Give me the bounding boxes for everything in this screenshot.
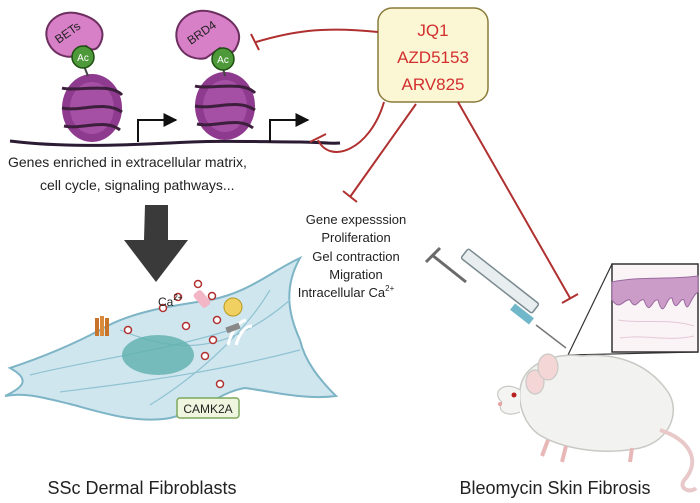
inhibit-effects (349, 103, 417, 198)
brd4-protein: BRD4 (175, 9, 240, 60)
transcription-arrow-right (269, 113, 310, 142)
calcium-ions (123, 279, 225, 389)
channel-icon (95, 316, 109, 336)
transcription-arrow-left (137, 113, 178, 142)
inhibit-transcription (317, 101, 385, 153)
fibroblast-cell (4, 255, 339, 421)
ac-mark-right: Ac (211, 47, 235, 71)
ac-mark-left: Ac (71, 45, 95, 69)
camk2a-label: CAMK2A (183, 402, 232, 416)
inhibit-brd4-bar (250, 33, 260, 51)
camk2a-box (176, 397, 240, 419)
big-down-arrow (124, 205, 188, 282)
nucleosome-left (61, 74, 124, 142)
inhibitor-box (377, 7, 489, 103)
skin-inset (567, 263, 699, 356)
effect-gene-expression: Gene expesssion (306, 212, 406, 227)
right-caption: Bleomycin Skin Fibrosis (459, 478, 650, 498)
dna-strand (9, 139, 341, 147)
inhibitor-azd5153: AZD5153 (397, 48, 469, 67)
inhibit-brd4 (255, 28, 379, 43)
syringe (424, 246, 567, 349)
ac-label-left: Ac (77, 53, 89, 64)
effect-migration: Migration (329, 267, 382, 282)
left-caption: SSc Dermal Fibroblasts (47, 478, 236, 498)
effect-proliferation: Proliferation (321, 230, 390, 245)
cell-nucleus (122, 335, 194, 375)
genes-text-line2: cell cycle, signaling pathways... (40, 177, 235, 193)
ac-label-right: Ac (217, 55, 229, 66)
inhibit-transcription-bar (309, 133, 327, 143)
camk-protein-icon (193, 290, 253, 346)
mouse-illustration (497, 353, 698, 493)
inhibit-mouse-bar (561, 293, 579, 304)
inhibition-lines (250, 28, 579, 304)
effects-list: Gene expesssion Proliferation Gel contra… (298, 212, 407, 300)
bets-protein: BETs (45, 11, 104, 58)
inhibitor-arv825: ARV825 (401, 75, 464, 94)
inhibit-effects-bar (342, 190, 358, 203)
effect-gel-contraction: Gel contraction (312, 249, 399, 264)
nucleosome-right (194, 72, 257, 140)
inhibit-mouse (457, 101, 571, 299)
inhibitor-jq1: JQ1 (417, 21, 448, 40)
effect-intracellular-ca: Intracellular Ca2+ (298, 284, 395, 300)
calcium-label: Ca2+ (158, 293, 183, 309)
genes-text-line1: Genes enriched in extracellular matrix, (8, 154, 247, 170)
